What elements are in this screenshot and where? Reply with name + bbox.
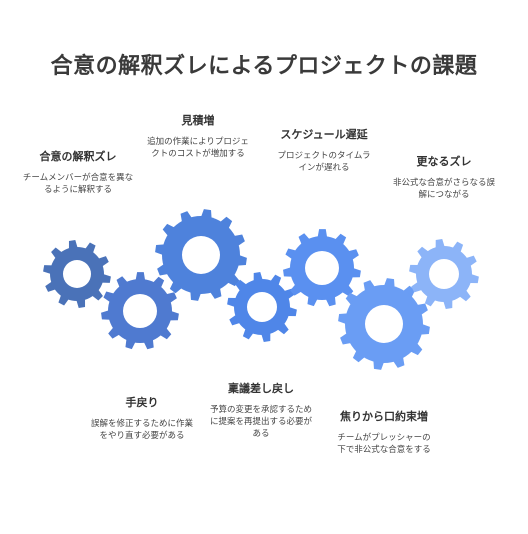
label-head: 焦りから口約束増 [340,410,428,423]
label-further-misalignment: 更なるズレ 非公式な合意がさらなる誤解につながる [392,155,496,201]
label-verbal-promises-increase: 焦りから口約束増 チームがプレッシャーの下で非公式な合意をする [336,410,432,456]
label-head: 稟議差し戻し [228,382,294,395]
label-head: 合意の解釈ズレ [39,150,117,163]
label-rework: 手戻り 誤解を修正するために作業をやり直す必要がある [90,396,194,442]
label-estimate-increase: 見積増 追加の作業によりプロジェクトのコストが増加する [146,114,250,160]
gear-3-icon [155,209,247,301]
label-head: 手戻り [125,396,159,409]
label-schedule-delay: スケジュール遅延 プロジェクトのタイムラインが遅れる [276,128,372,174]
label-desc: チームメンバーが合意を異なるように解釈する [22,173,134,195]
gear-7-icon [409,239,479,309]
gear-6-icon [338,278,430,370]
label-head: 見積増 [181,114,215,127]
label-desc: 追加の作業によりプロジェクトのコストが増加する [147,137,249,159]
gear-4-icon [227,272,297,342]
gear-5-icon [283,229,361,307]
label-head: 更なるズレ [416,155,472,168]
label-desc: 予算の変更を承認するために提案を再提出する必要がある [210,405,313,439]
label-head: スケジュール遅延 [280,128,368,141]
label-approval-rejection: 稟議差し戻し 予算の変更を承認するために提案を再提出する必要がある [210,382,312,440]
label-desc: プロジェクトのタイムラインが遅れる [277,151,371,173]
page-title: 合意の解釈ズレによるプロジェクトの課題 [50,54,478,79]
label-desc: 誤解を修正するために作業をやり直す必要がある [90,419,193,441]
gear-1-icon [43,240,111,308]
label-agreement-misinterpretation: 合意の解釈ズレ チームメンバーが合意を異なるように解釈する [22,150,134,196]
label-desc: チームがプレッシャーの下で非公式な合意をする [337,433,431,455]
label-desc: 非公式な合意がさらなる誤解につながる [392,178,495,200]
gear-2-icon [101,272,179,350]
